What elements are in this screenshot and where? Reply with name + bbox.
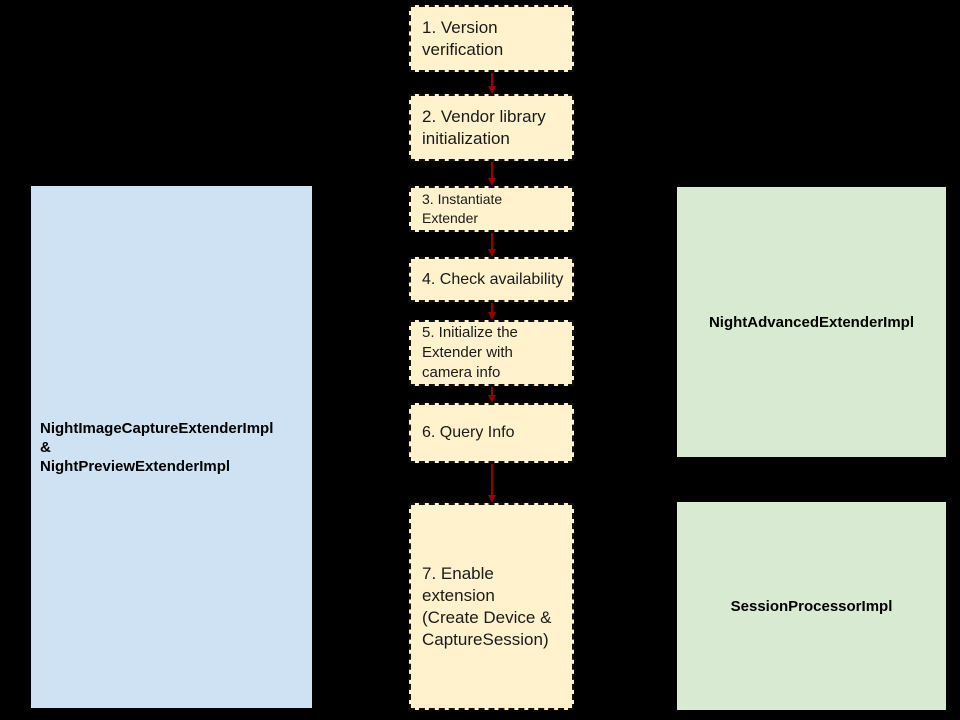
panel-night-advanced-extender: NightAdvancedExtenderImpl [677, 187, 946, 457]
flow-step-label: 6. Query Info [422, 424, 515, 441]
arrow-head [487, 312, 496, 320]
flow-step-label: 2. Vendor library initialization [422, 106, 546, 148]
flow-step-instantiate-extender: 3. Instantiate Extender [409, 186, 574, 232]
flow-step-enable-extension: 7. Enable extension (Create Device & Cap… [409, 503, 574, 710]
flow-arrow-down-icon [485, 303, 498, 320]
arrow-head [487, 495, 496, 503]
flow-step-initialize-extender-camera-info: 5. Initialize the Extender with camera i… [409, 320, 574, 386]
flow-arrow-down-icon [485, 162, 498, 186]
flow-arrow-down-icon [485, 387, 498, 403]
arrow-shaft [490, 162, 493, 178]
panel-session-processor: SessionProcessorImpl [677, 502, 946, 710]
panel-night-image-capture-preview-extender: NightImageCaptureExtenderImpl & NightPre… [31, 186, 312, 708]
flow-step-label: 4. Check availability [422, 270, 564, 288]
flow-arrow-down-icon [485, 464, 498, 503]
arrow-head [487, 178, 496, 186]
arrow-head [487, 86, 496, 94]
panel-label: NightAdvancedExtenderImpl [708, 313, 915, 331]
flow-step-vendor-library-initialization: 2. Vendor library initialization [409, 94, 574, 161]
arrow-shaft [490, 73, 493, 86]
flow-step-label: 7. Enable extension (Create Device & Cap… [422, 563, 552, 649]
arrow-shaft [490, 233, 493, 249]
flow-step-label: 1. Version verification [422, 17, 504, 59]
arrow-shaft [490, 464, 493, 495]
panel-label: SessionProcessorImpl [730, 597, 893, 615]
arrow-head [487, 395, 496, 403]
panel-label: NightImageCaptureExtenderImpl & NightPre… [40, 419, 274, 475]
arrow-shaft [490, 387, 493, 395]
flow-step-query-info: 6. Query Info [409, 403, 574, 463]
arrow-head [487, 249, 496, 257]
flow-step-label: 3. Instantiate Extender [422, 191, 503, 226]
flow-arrow-down-icon [485, 233, 498, 257]
flow-step-version-verification: 1. Version verification [409, 5, 574, 72]
flow-step-label: 5. Initialize the Extender with camera i… [422, 324, 518, 381]
flow-arrow-down-icon [485, 73, 498, 94]
flow-step-check-availability: 4. Check availability [409, 257, 574, 302]
arrow-shaft [490, 303, 493, 312]
